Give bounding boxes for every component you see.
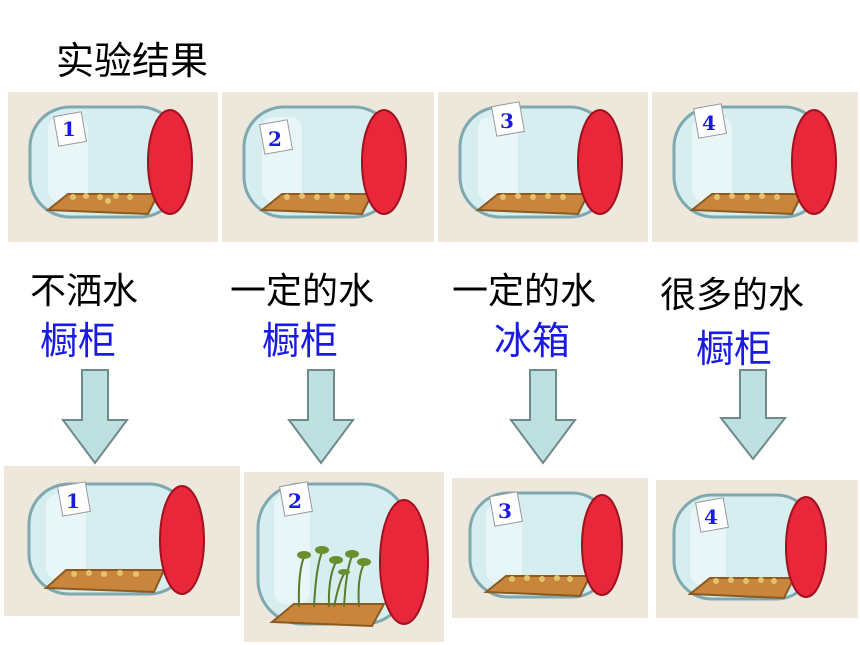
jar-icon: 4 xyxy=(672,493,827,601)
jar-panel-before-3: 3 xyxy=(438,92,648,242)
jar-before-4-illustration: 4 xyxy=(672,103,837,219)
sprout-icon xyxy=(297,551,365,608)
jar-icon: 3 xyxy=(458,101,623,219)
jar-before-2-number: 2 xyxy=(268,127,282,151)
down-arrow-icon xyxy=(287,369,355,465)
jar-panel-after-2: 2 xyxy=(244,472,444,642)
jar-after-1-illustration: 1 xyxy=(27,481,205,596)
down-arrow-icon xyxy=(718,369,788,461)
jar-panel-before-1: 1 xyxy=(8,92,218,242)
jar-panel-after-4: 4 xyxy=(656,480,858,618)
condition-label-3: 一定的水 xyxy=(452,271,597,312)
down-arrow-icon xyxy=(61,369,129,465)
slide-title: 实验结果 xyxy=(56,39,209,83)
jar-after-4-illustration: 4 xyxy=(672,493,827,601)
jar-after-3-number: 3 xyxy=(498,499,512,523)
jar-before-1-illustration: 1 xyxy=(28,105,193,219)
jar-panel-after-1: 1 xyxy=(4,466,240,616)
jar-after-1-number: 1 xyxy=(66,489,80,513)
jar-panel-before-4: 4 xyxy=(652,92,858,242)
down-arrow-icon xyxy=(509,369,577,465)
location-label-2: 橱柜 xyxy=(262,319,339,363)
condition-label-4: 很多的水 xyxy=(660,275,805,316)
jar-before-4-number: 4 xyxy=(702,111,716,135)
jar-before-1-number: 1 xyxy=(62,117,76,141)
jar-panel-after-3: 3 xyxy=(452,478,648,618)
jar-icon: 2 xyxy=(242,105,407,219)
jar-before-3-number: 3 xyxy=(500,109,514,133)
location-label-4: 橱柜 xyxy=(696,327,773,371)
jar-icon: 3 xyxy=(468,491,623,599)
jar-after-2-illustration: 2 xyxy=(256,481,429,628)
jar-icon: 2 xyxy=(256,481,429,628)
jar-before-2-illustration: 2 xyxy=(242,105,407,219)
jar-after-2-number: 2 xyxy=(288,489,302,513)
jar-after-4-number: 4 xyxy=(704,505,718,529)
jar-icon: 1 xyxy=(27,481,205,596)
location-label-3: 冰箱 xyxy=(494,319,571,363)
condition-label-2: 一定的水 xyxy=(230,271,375,312)
jar-icon: 4 xyxy=(672,103,837,219)
jar-icon: 1 xyxy=(28,105,193,219)
jar-panel-before-2: 2 xyxy=(222,92,434,242)
jar-before-3-illustration: 3 xyxy=(458,101,623,219)
location-label-1: 橱柜 xyxy=(40,319,117,363)
jar-after-3-illustration: 3 xyxy=(468,491,623,599)
condition-label-1: 不洒水 xyxy=(30,271,139,312)
